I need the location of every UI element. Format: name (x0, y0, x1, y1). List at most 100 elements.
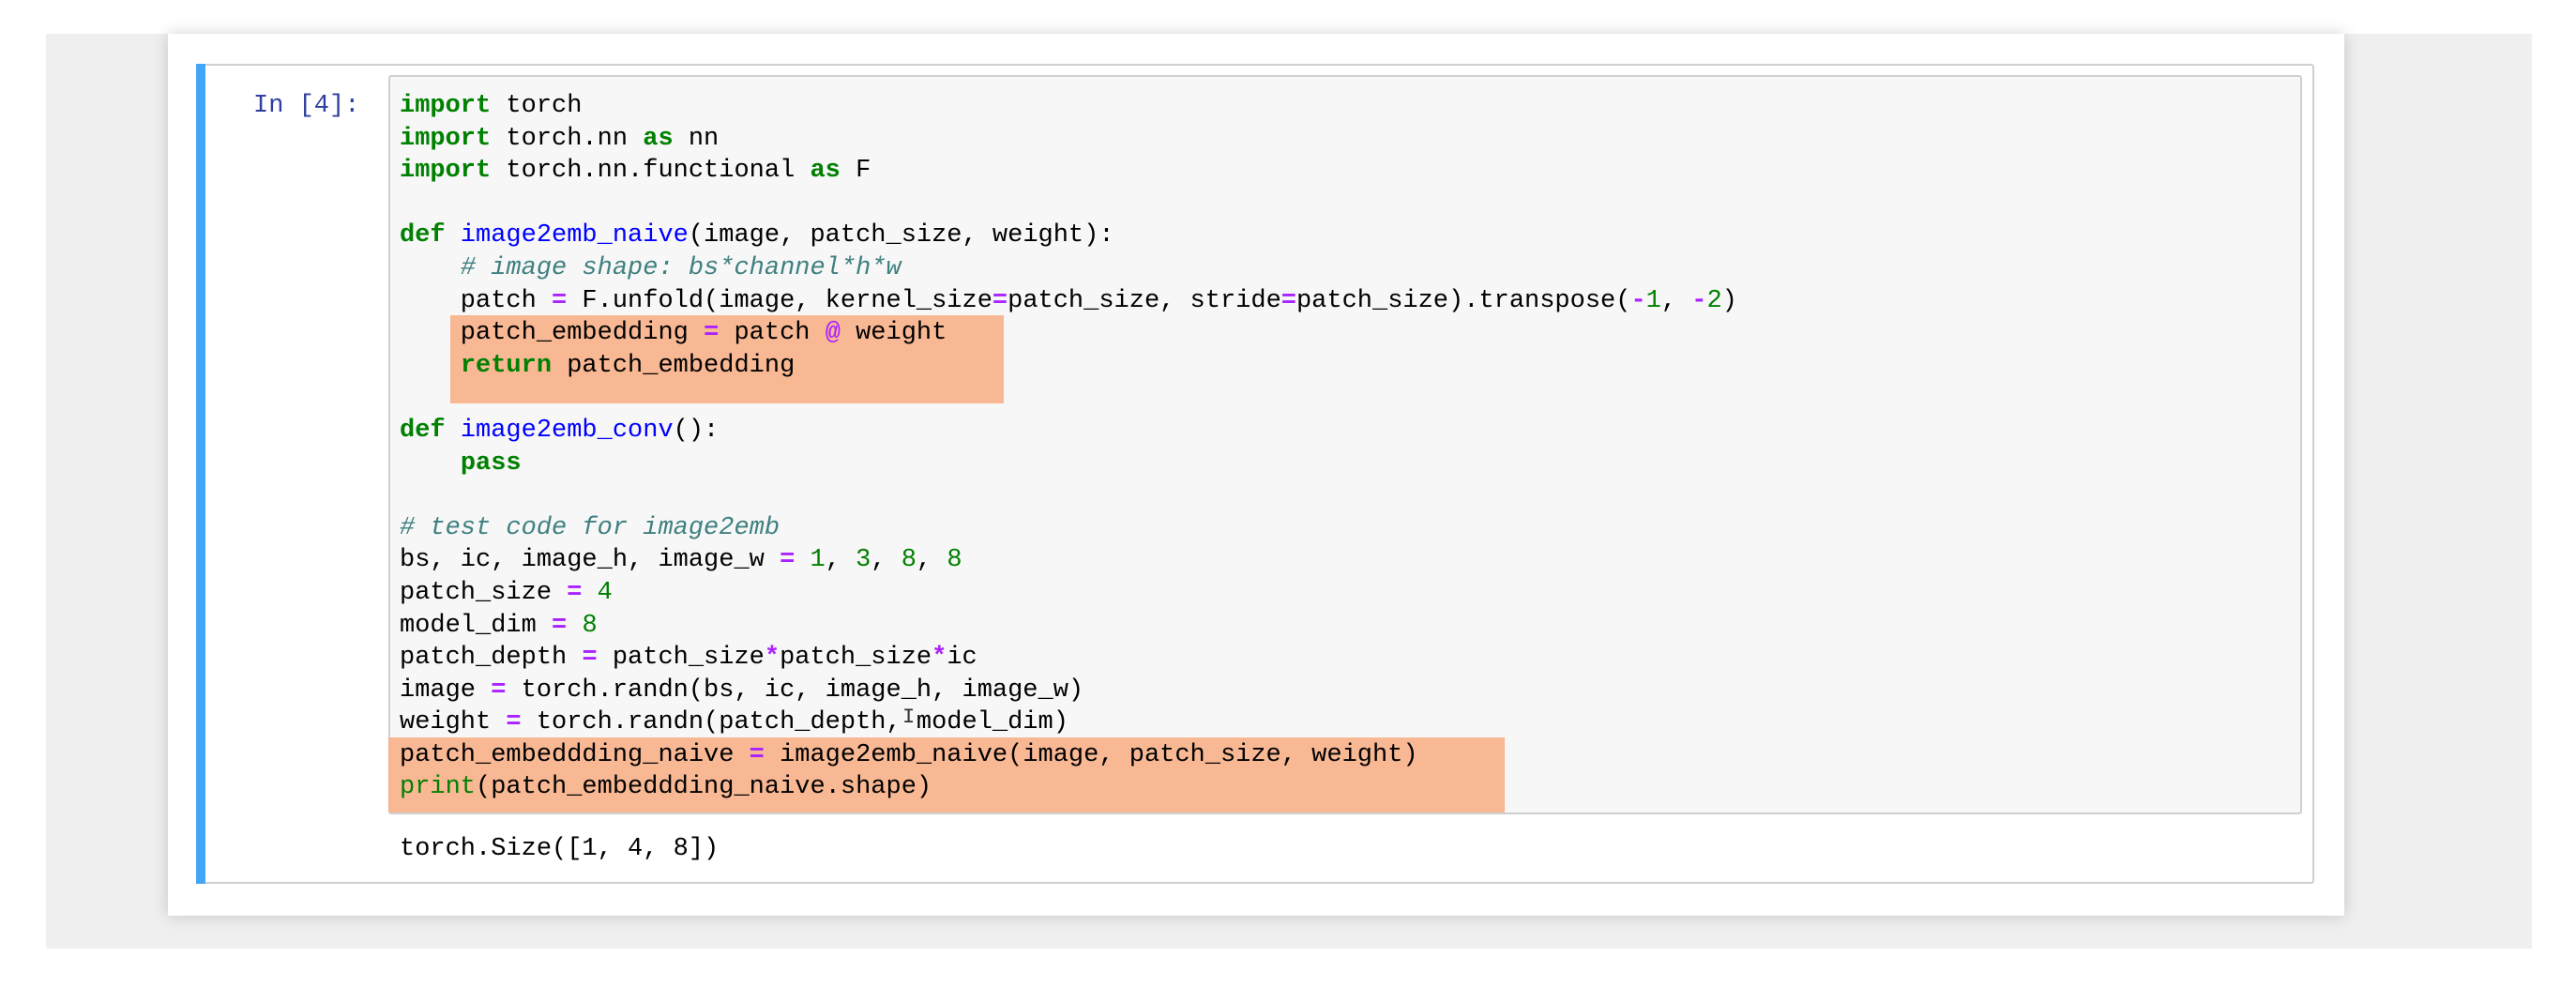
code-token: = (582, 644, 598, 673)
code-line: # image shape: bs*channel*h*w (400, 252, 1737, 285)
code-token: torch.randn(patch_depth, model_dim) (521, 708, 1068, 737)
code-token: - (1691, 286, 1707, 315)
code-token: torch.randn(bs, ic, image_h, image_w) (506, 676, 1084, 705)
code-token: 1 (810, 546, 826, 575)
code-token: patch_size (780, 644, 932, 673)
code-line (400, 382, 1737, 415)
code-token: (): (673, 416, 720, 445)
code-token: bs, ic, image_h, image_w (400, 546, 780, 575)
code-token: patch_size, stride (1008, 286, 1281, 315)
cell-selected-indicator (196, 64, 205, 884)
code-line: import torch.nn as nn (400, 123, 1737, 156)
code-token: = (1280, 286, 1296, 315)
code-token: patch_depth (400, 644, 583, 673)
code-token: = (567, 578, 583, 607)
code-token: = (491, 676, 507, 705)
code-token: patch_embedding (552, 351, 796, 380)
code-token: = (506, 708, 522, 737)
code-token: import (400, 92, 492, 120)
code-token: = (552, 286, 568, 315)
code-line: patch_embeddding_naive = image2emb_naive… (400, 739, 1737, 772)
code-token: 1 (1645, 286, 1661, 315)
code-token (795, 546, 810, 574)
code-token: patch (719, 319, 826, 348)
code-line: def image2emb_conv(): (400, 415, 1737, 448)
code-line: import torch.nn.functional as F (400, 155, 1737, 188)
code-token: 4 (597, 578, 613, 607)
code-token: , (871, 546, 902, 575)
code-token: , (1660, 286, 1692, 315)
code-token: torch.nn.functional (491, 157, 811, 186)
code-token: 3 (856, 546, 871, 575)
code-token: # image shape: bs*channel*h*w (460, 253, 902, 282)
code-token (582, 579, 597, 607)
code-token: def (400, 416, 446, 445)
code-token (567, 612, 582, 640)
code-token: ic (947, 644, 977, 673)
code-token: as (643, 124, 674, 153)
code-token: 8 (947, 546, 962, 575)
code-token (446, 221, 461, 250)
code-line (400, 188, 1737, 220)
code-token: * (764, 644, 780, 673)
code-token: print (400, 773, 477, 802)
code-token: import (400, 157, 492, 186)
code-token: 8 (582, 611, 598, 640)
code-token: patch_size).transpose( (1296, 286, 1631, 315)
code-input-area[interactable] (388, 75, 2302, 814)
code-token: pass (460, 448, 522, 478)
code-token: weight (400, 708, 507, 737)
code-token: torch.nn (491, 124, 644, 153)
code-line: weight = torch.randn(patch_depth, model_… (400, 706, 1737, 739)
code-token: return (460, 351, 553, 380)
code-token: ) (1721, 286, 1737, 315)
code-line: import torch (400, 90, 1737, 123)
cell-output: torch.Size([1, 4, 8]) (400, 835, 720, 863)
code-line: def image2emb_naive(image, patch_size, w… (400, 220, 1737, 252)
code-line: print(patch_embeddding_naive.shape) (400, 771, 1737, 804)
code-token: @ (825, 319, 841, 348)
code-token: image2emb_naive (460, 221, 689, 251)
code-token: , (916, 546, 947, 575)
code-token: = (780, 546, 796, 575)
code-token: F.unfold(image, kernel_size (567, 286, 993, 315)
code-line: bs, ic, image_h, image_w = 1, 3, 8, 8 (400, 544, 1737, 577)
code-token: patch (400, 286, 553, 315)
code-token: patch_size (400, 578, 568, 607)
code-token (400, 352, 461, 380)
highlight-patch-embedding (450, 315, 1004, 403)
code-token: weight (840, 319, 947, 348)
text-cursor-icon: I (902, 706, 916, 729)
code-token: , (825, 546, 856, 575)
code-token: (image, patch_size, weight): (688, 221, 1114, 251)
code-line: patch = F.unfold(image, kernel_size=patc… (400, 285, 1737, 318)
highlight-test-call (388, 737, 1505, 812)
code-token: 8 (901, 546, 917, 575)
code-token: patch_embedding (400, 319, 705, 348)
code-token: patch_size (597, 644, 765, 673)
code-line: return patch_embedding (400, 350, 1737, 383)
code-line: model_dim = 8 (400, 610, 1737, 643)
input-prompt: In [4]: (253, 92, 360, 120)
code-token: 2 (1706, 286, 1722, 315)
code-line: image = torch.randn(bs, ic, image_h, ima… (400, 675, 1737, 707)
code-token: * (932, 644, 947, 673)
code-line (400, 479, 1737, 512)
code-token: as (810, 157, 841, 186)
code-line: patch_depth = patch_size*patch_size*ic (400, 642, 1737, 675)
code-token: image (400, 676, 492, 705)
code-token: F (840, 157, 871, 186)
code-token: def (400, 221, 446, 251)
code-token: patch_embeddding_naive (400, 740, 750, 769)
code-line: patch_size = 4 (400, 577, 1737, 610)
code-token (446, 417, 461, 445)
code-token: model_dim (400, 611, 553, 640)
code-token: image2emb_conv (460, 416, 674, 445)
code-token: = (749, 740, 765, 769)
code-token: = (552, 611, 568, 640)
code-token: import (400, 124, 492, 153)
code-token: = (704, 319, 720, 348)
code-token: torch (491, 92, 583, 120)
code-token: image2emb_naive(image, patch_size, weigh… (764, 740, 1418, 769)
